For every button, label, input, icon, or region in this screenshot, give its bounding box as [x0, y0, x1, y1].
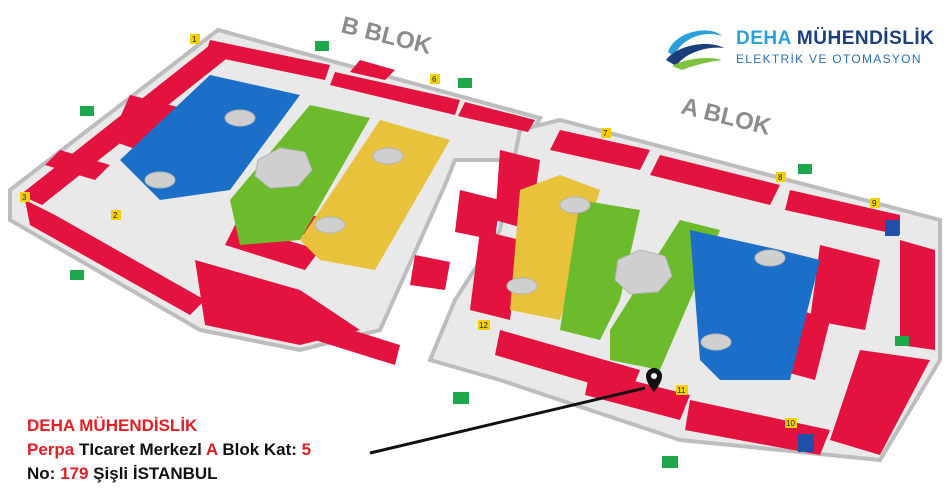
address-line-3: No: 179 Şişli İSTANBUL	[27, 464, 218, 483]
wc-icons	[798, 220, 899, 452]
location-pin-icon	[646, 368, 662, 392]
swoosh-logo-icon	[666, 30, 724, 70]
svg-text:3: 3	[22, 193, 27, 202]
entrance-badges: 1 2 3 6 7 8 9 10 11 12	[20, 34, 880, 428]
logo-brand-first: DEHA	[736, 28, 792, 49]
block-a-label: A BLOK	[679, 93, 775, 141]
svg-text:8: 8	[778, 173, 783, 182]
yellow-shops-b	[300, 120, 450, 270]
company-logo: DEHA MÜHENDİSLİK ELEKTRİK VE OTOMASYON	[664, 22, 944, 72]
address-block: DEHA MÜHENDİSLİK Perpa TIcaret Merkezl A…	[27, 414, 311, 486]
svg-text:9: 9	[872, 199, 877, 208]
svg-text:2: 2	[113, 211, 118, 220]
logo-tagline: ELEKTRİK VE OTOMASYON	[736, 52, 922, 66]
svg-text:11: 11	[677, 386, 686, 395]
svg-text:10: 10	[786, 419, 795, 428]
block-b-label: B BLOK	[339, 12, 435, 61]
exit-signs	[70, 41, 909, 468]
address-line-2: Perpa TIcaret Merkezl A Blok Kat: 5	[27, 440, 312, 459]
logo-brand-second: MÜHENDİSLİK	[796, 28, 935, 49]
address-company: DEHA MÜHENDİSLİK	[27, 416, 198, 435]
logo-title: DEHA MÜHENDİSLİK	[736, 28, 934, 50]
plazas	[144, 109, 786, 351]
pointer-line	[369, 386, 646, 455]
blue-shops-b	[120, 75, 300, 200]
svg-text:7: 7	[603, 129, 608, 138]
svg-text:6: 6	[432, 75, 437, 84]
svg-text:1: 1	[192, 35, 197, 44]
svg-text:12: 12	[479, 321, 488, 330]
